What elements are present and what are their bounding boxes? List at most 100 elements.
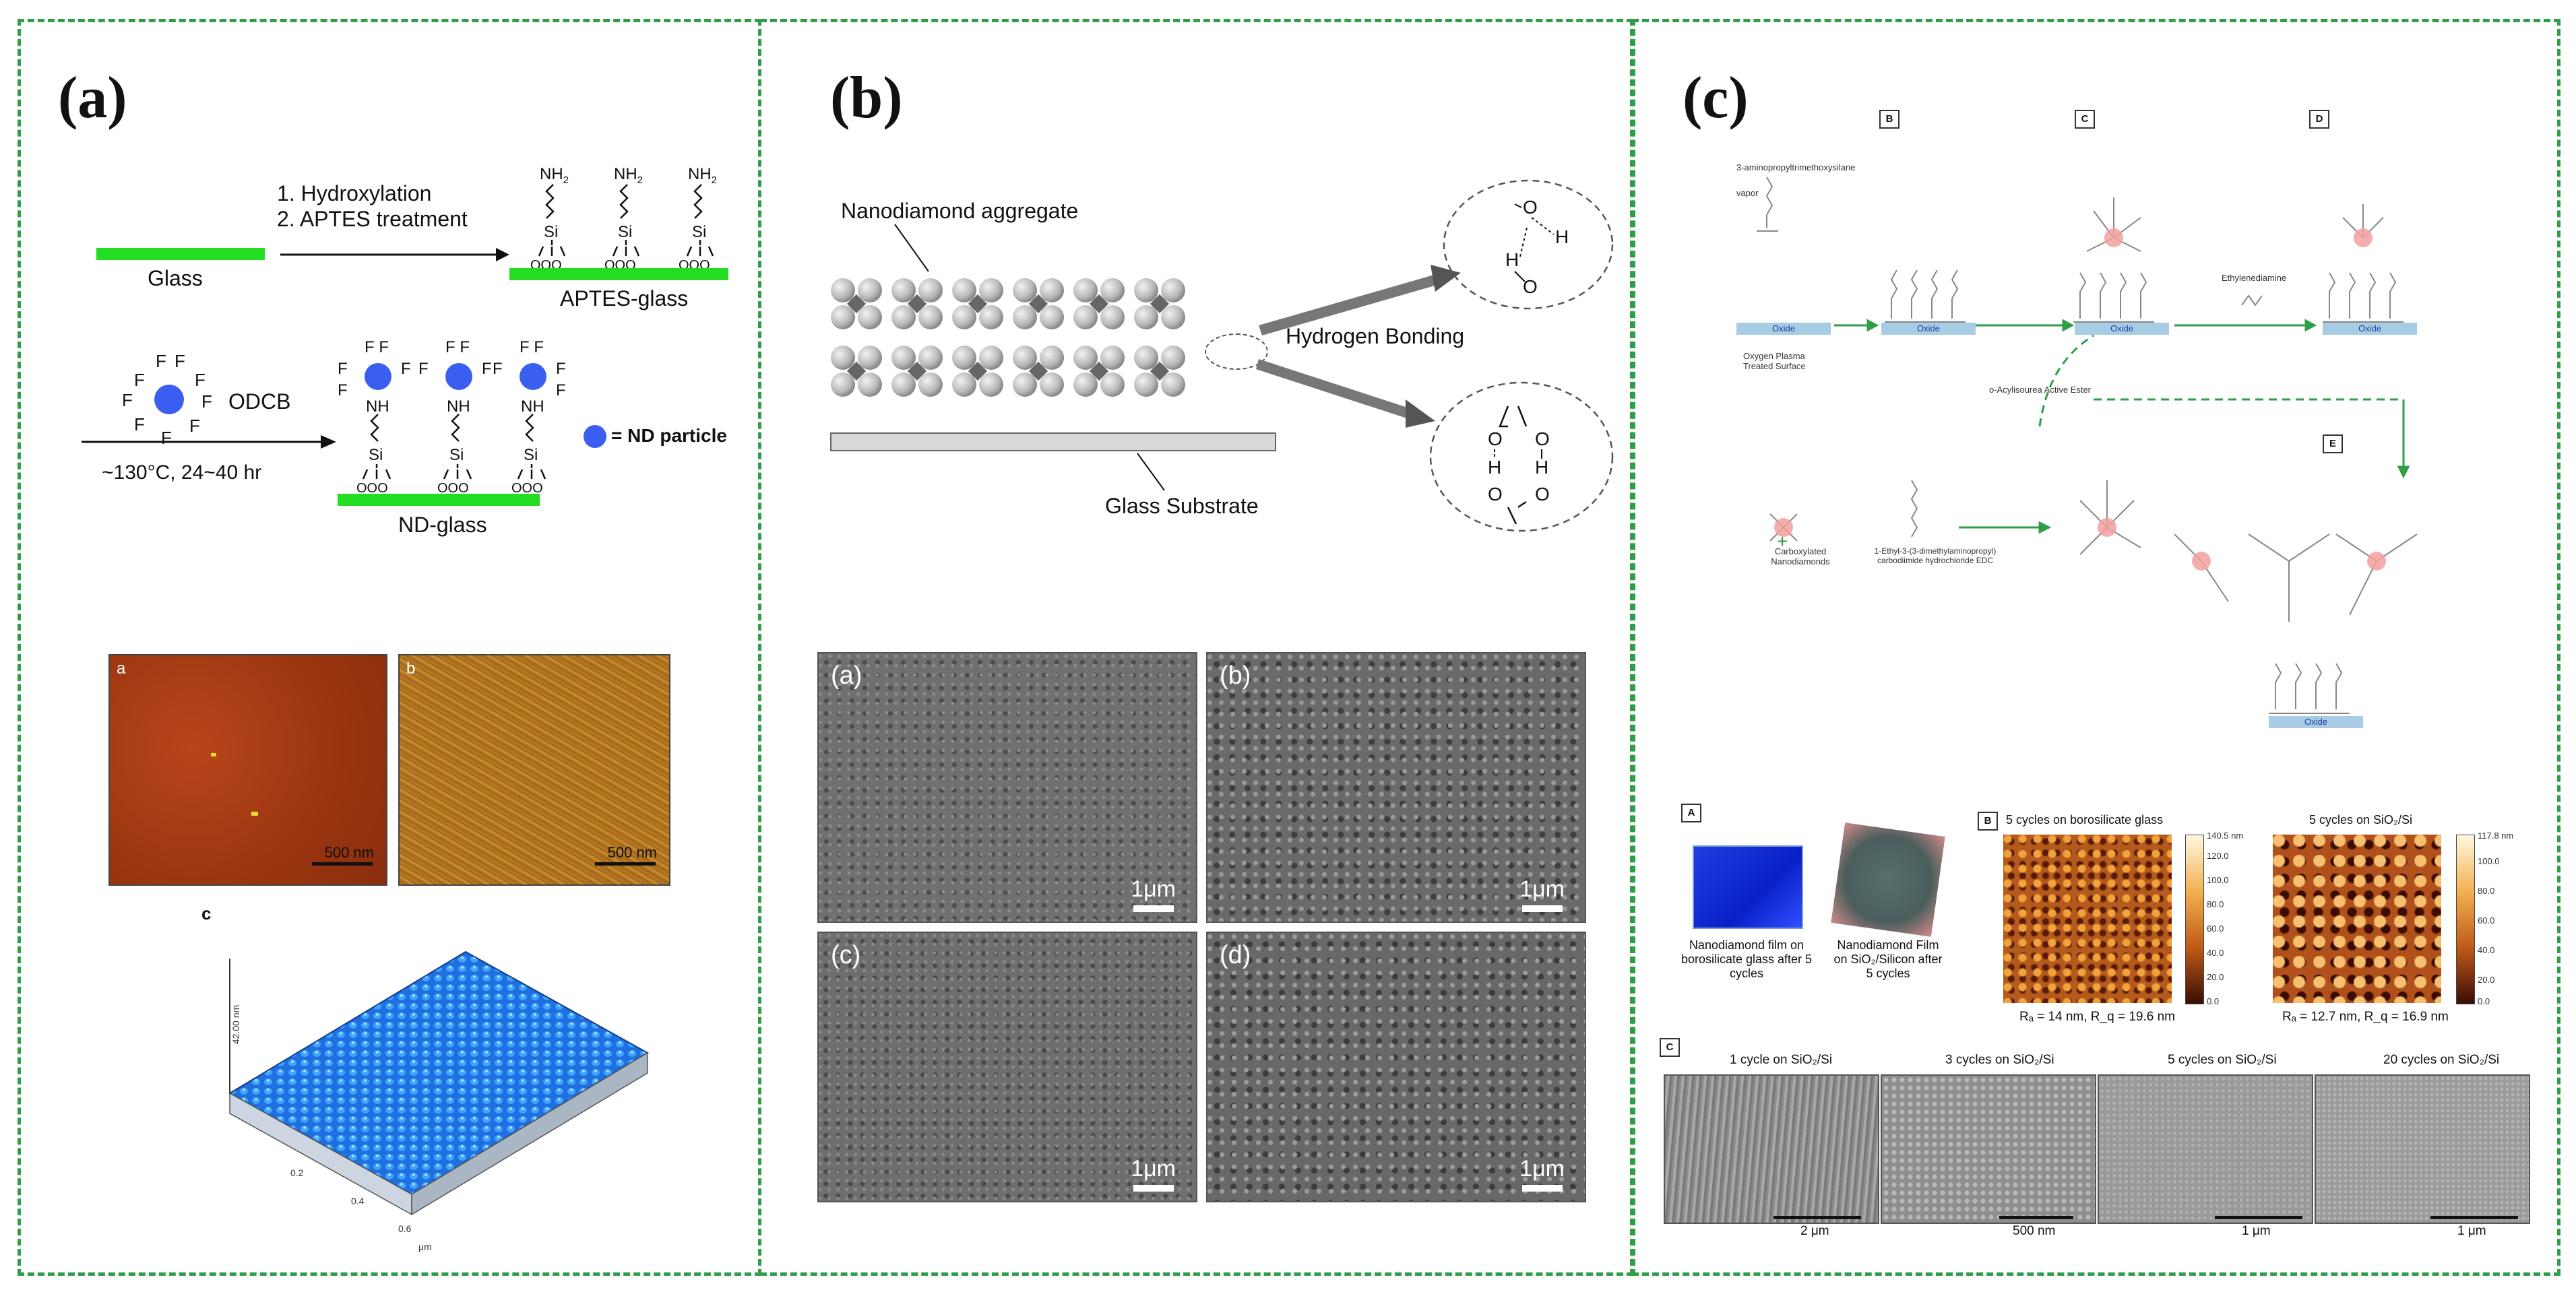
svg-text:H: H [1488, 457, 1501, 478]
svg-text:F: F [201, 391, 212, 412]
svg-text:NH: NH [521, 397, 544, 416]
svg-text:F F: F F [520, 338, 544, 356]
sem-image-b: (b) 1μm [1206, 652, 1586, 923]
svg-text:O: O [1488, 428, 1503, 449]
box-c-tag: C [1660, 1038, 1680, 1057]
scheme-tag-b: B [1879, 110, 1899, 129]
nd-particle-legend-label: = ND particle [611, 425, 727, 446]
svg-text:F: F [134, 370, 145, 390]
reaction-arrow-1 [280, 248, 509, 261]
svg-text:O: O [1535, 428, 1550, 449]
svg-text:F: F [556, 381, 566, 399]
reaction-arrow-2 [82, 435, 336, 449]
afm2-tick: 100.0 [2478, 856, 2500, 866]
sem-tag: (b) [1220, 661, 1251, 690]
afm2-tick: 80.0 [2478, 886, 2495, 896]
aptms-label: 3-aminopropyltrimethoxysilane [1736, 162, 1856, 172]
afm2-title: 5 cycles on SiO₂/Si [2309, 813, 2413, 827]
surface-tick: 0.6 [398, 1223, 412, 1234]
afm1-tick: 60.0 [2207, 924, 2224, 934]
afm-speck [211, 753, 216, 756]
afm1-image [2003, 835, 2172, 1003]
acylisourea-label: o-Acylisourea Active Ester [1989, 385, 2092, 395]
afm-image-b: b 500 nm [398, 654, 670, 886]
sem-scale-bar [1133, 905, 1174, 912]
svg-text:NH2: NH2 [688, 165, 717, 186]
sem-tag: (d) [1220, 941, 1251, 969]
afm2-max: 117.8 nm [2478, 831, 2514, 841]
nanodiamond-aggregate-diagram [830, 278, 1276, 451]
afm-scale-bar [312, 862, 373, 866]
sem-row-scale: 1 μm [2242, 1224, 2271, 1238]
svg-text:F: F [401, 360, 411, 378]
nd-particle-legend-icon [584, 425, 606, 448]
svg-text:F: F [156, 351, 166, 371]
svg-text:F F: F F [365, 338, 389, 356]
sem-row-scale: 500 nm [2013, 1224, 2056, 1238]
afm1-tick: 40.0 [2207, 948, 2224, 958]
sem-scale-bar [1133, 1185, 1174, 1192]
sem-scale: 1μm [1519, 876, 1565, 912]
afm2-image [2273, 835, 2441, 1003]
sem-row-scale-bar [1999, 1216, 2073, 1219]
svg-text:NH: NH [447, 397, 470, 416]
sem-row-image-4 [2315, 1074, 2530, 1224]
hbond-label: Hydrogen Bonding [1286, 324, 1465, 348]
afm-3d-surface [228, 950, 649, 1216]
svg-text:F: F [493, 360, 503, 378]
film-si-caption: Nanodiamond Film on SiO₂/Silicon after 5… [1833, 938, 1943, 980]
step-hydroxylation: 1. Hydroxylation [277, 181, 432, 205]
odcb-label: ODCB [228, 389, 291, 414]
sem-scale-label: 1μm [1519, 1156, 1565, 1181]
panel-a: (a) 1. Hydroxylation 2. APTES treatment … [18, 19, 761, 1276]
hbond-ellipse-highlight [1205, 333, 1268, 370]
svg-text:Si: Si [369, 446, 383, 464]
svg-text:H: H [1505, 249, 1519, 270]
sem-row-image-1 [1664, 1074, 1879, 1224]
afm1-tick: 20.0 [2207, 972, 2224, 982]
sem-row-scale: 2 μm [1800, 1224, 1829, 1238]
svg-text:F: F [338, 360, 348, 378]
svg-text:NH2: NH2 [540, 165, 569, 186]
step-aptes: 2. APTES treatment [277, 207, 468, 231]
glass-bar [96, 248, 265, 260]
sem-scale: 1μm [1131, 876, 1176, 912]
afm1-tick: 80.0 [2207, 899, 2224, 909]
svg-text:+: + [1777, 531, 1788, 552]
afm2-colorbar [2456, 835, 2475, 1004]
svg-text:F: F [482, 360, 492, 378]
afm-scale-label: 500 nm [607, 844, 657, 861]
film-glass-caption: Nanodiamond film on borosilicate glass a… [1680, 938, 1813, 980]
svg-text:OOO: OOO [437, 481, 469, 496]
oxide-bar: Oxide [2323, 323, 2417, 335]
svg-text:F: F [189, 416, 200, 436]
svg-text:H: H [1555, 226, 1569, 247]
panel-c-label: (c) [1683, 65, 1749, 131]
oxide-bar: Oxide [2075, 323, 2169, 335]
film-glass-photo [1693, 845, 1803, 929]
svg-text:Si: Si [692, 223, 706, 241]
afm-speck [251, 812, 258, 816]
afm1-tick: 120.0 [2207, 851, 2229, 861]
oxide-bar: Oxide [1881, 323, 1976, 335]
afm-scale-bar [595, 862, 656, 866]
svg-text:Si: Si [544, 223, 558, 241]
nd-glass-bar [338, 494, 540, 506]
afm1-max: 140.5 nm [2207, 831, 2244, 841]
sem-scale-label: 1μm [1519, 876, 1565, 902]
svg-text:F: F [122, 390, 133, 410]
svg-text:F: F [134, 414, 145, 434]
sem-row-scale: 1 μm [2457, 1224, 2486, 1238]
svg-text:F F: F F [445, 338, 470, 356]
svg-text:OOO: OOO [511, 481, 543, 496]
surface-plot-tag: c [201, 903, 212, 924]
aptes-glass-label: APTES-glass [560, 286, 689, 311]
scheme-tag-d: D [2309, 110, 2329, 129]
afm2-tick: 60.0 [2478, 915, 2495, 926]
surface-z-label: 42.00 nm [230, 1004, 242, 1045]
box-a-tag: A [1681, 804, 1701, 822]
afm1-title: 5 cycles on borosilicate glass [2006, 813, 2164, 827]
surface-tick: 0.2 [290, 1167, 304, 1178]
